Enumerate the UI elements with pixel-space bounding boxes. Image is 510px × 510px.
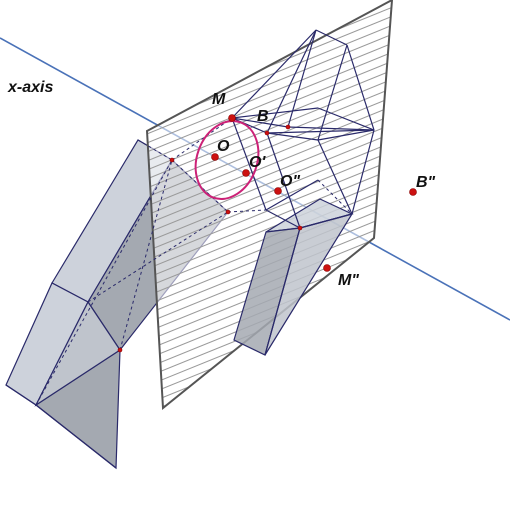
construction-line bbox=[171, 117, 233, 161]
vertex-dot bbox=[264, 130, 270, 136]
label-M-double-prime: M" bbox=[338, 272, 359, 289]
wire-edge bbox=[231, 117, 267, 211]
construction-line bbox=[137, 139, 173, 161]
plane-frame bbox=[145, 0, 394, 410]
label-O-prime: O' bbox=[249, 154, 266, 171]
vertex-dot bbox=[169, 157, 175, 163]
wire-edge bbox=[317, 139, 353, 215]
vertex-dot bbox=[297, 225, 303, 231]
wire-edge bbox=[265, 179, 319, 211]
vertex-dots bbox=[117, 124, 303, 353]
wire-edge bbox=[266, 132, 319, 141]
construction-line bbox=[87, 211, 229, 303]
wire-edge bbox=[287, 126, 375, 131]
label-O: O bbox=[217, 138, 230, 155]
point-B-double-prime bbox=[409, 188, 417, 196]
wire-edge bbox=[315, 29, 348, 46]
wire-edge bbox=[231, 117, 268, 134]
label-B: B bbox=[257, 108, 269, 125]
left-prism-edge bbox=[35, 404, 117, 469]
circle-arc bbox=[194, 120, 260, 200]
left-prism-face-side bbox=[34, 300, 121, 407]
hatch-line bbox=[147, 373, 392, 408]
wire-edge bbox=[351, 129, 375, 215]
hatch-line bbox=[147, 40, 392, 172]
hatch-line bbox=[147, 103, 392, 235]
point-M-double-prime bbox=[323, 264, 331, 272]
wire-edge bbox=[265, 209, 301, 229]
hatch-line bbox=[147, 400, 392, 408]
hatch-line bbox=[147, 346, 392, 408]
wire-edge bbox=[266, 129, 375, 134]
wire-edge bbox=[266, 29, 317, 134]
label-B-double-prime: B" bbox=[416, 174, 436, 191]
hatch-line bbox=[147, 94, 392, 226]
x-axis-label: x-axis bbox=[7, 79, 53, 96]
hatch-line bbox=[147, 364, 392, 408]
wire-edge bbox=[231, 117, 289, 128]
construction-line bbox=[227, 209, 267, 213]
wire-edge bbox=[266, 132, 301, 229]
wire-edge bbox=[317, 107, 375, 131]
vertex-dot bbox=[285, 124, 291, 130]
hatch-line bbox=[147, 31, 392, 163]
hatch-line bbox=[147, 67, 392, 199]
hatch-line bbox=[147, 76, 392, 208]
construction-line bbox=[35, 159, 173, 406]
hatch-line bbox=[147, 0, 392, 10]
wire-edge-hidden bbox=[317, 179, 353, 215]
label-M: M bbox=[212, 91, 226, 108]
hatch-line bbox=[147, 382, 392, 408]
hatch-line bbox=[147, 58, 392, 190]
house-wireframe bbox=[231, 29, 375, 356]
wire-edge bbox=[317, 44, 348, 141]
wire-edge bbox=[264, 227, 301, 356]
vertex-dot bbox=[225, 209, 231, 215]
hatch-line bbox=[147, 391, 392, 408]
hatch-line bbox=[147, 355, 392, 408]
point-O-double-prime bbox=[274, 187, 282, 195]
wire-edge bbox=[317, 129, 375, 141]
point-O bbox=[211, 153, 219, 161]
wire-edge bbox=[346, 44, 375, 131]
projected-prism bbox=[233, 198, 354, 356]
hatch-line bbox=[147, 337, 392, 408]
point-M bbox=[228, 114, 236, 122]
label-O-double-prime: O" bbox=[280, 173, 300, 190]
hatch-line bbox=[147, 112, 392, 244]
vertex-dot bbox=[117, 347, 123, 353]
wire-edge bbox=[299, 213, 353, 229]
wire-edge bbox=[231, 29, 317, 119]
point-O-prime bbox=[242, 169, 250, 177]
wire-edge bbox=[231, 107, 319, 119]
construction-line bbox=[119, 159, 173, 351]
left-prism-edge bbox=[5, 384, 37, 406]
